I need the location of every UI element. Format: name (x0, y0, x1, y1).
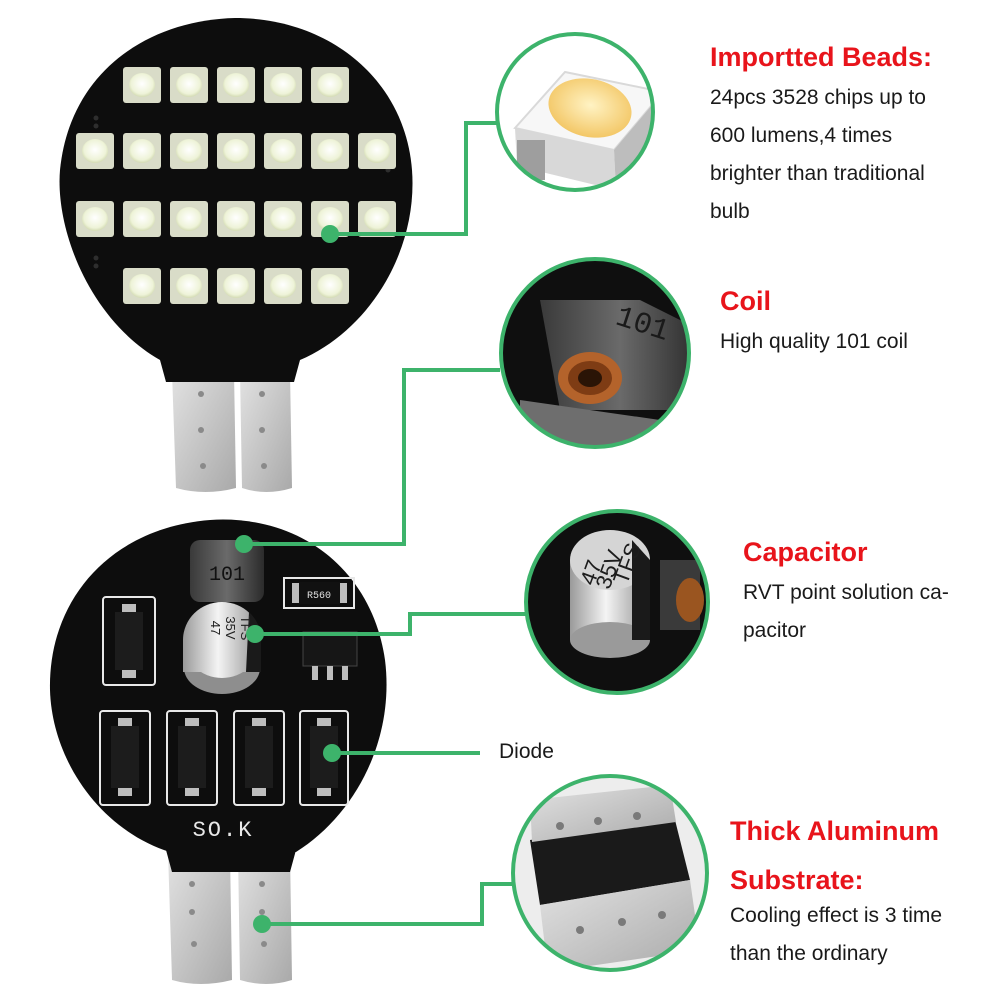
led-chip-lens (129, 139, 155, 163)
front-pin-holes (198, 391, 267, 469)
substrate-title-line-2: Substrate: (730, 865, 864, 895)
led-chip-lens (223, 139, 249, 163)
front-led-board (59, 18, 413, 492)
led-chip-lens (270, 207, 296, 231)
substrate-line-2: than the ordinary (730, 942, 888, 965)
connector-substrate (262, 882, 514, 926)
front-board-vias (93, 115, 391, 269)
led-chip-lens (270, 73, 296, 97)
front-pin-left (172, 372, 236, 492)
capacitor-marking-2: 35V (223, 616, 238, 639)
led-chip-lens (82, 207, 108, 231)
coil-component: 101 (190, 540, 264, 602)
led-chip-lens (176, 139, 202, 163)
silkscreen-text: SO.K (193, 818, 254, 843)
capacitor-title: Capacitor (743, 537, 868, 567)
coil-zoom-inset: 101 (499, 257, 691, 449)
led-chip-lens (129, 274, 155, 298)
back-component-board: R560 101 47 35V TFS SO.K (49, 519, 387, 984)
capacitor-zoom-inset: 47 35V TFS (524, 509, 710, 695)
capacitor-marking-1: 47 (208, 621, 223, 635)
capacitor-line-1: RVT point solution ca- (743, 581, 949, 604)
beads-line-3: brighter than traditional (710, 162, 925, 185)
substrate-title-line-1: Thick Aluminum (730, 816, 940, 846)
connector-capacitor (255, 612, 526, 636)
beads-zoom-inset (495, 32, 655, 192)
connector-beads (330, 121, 497, 236)
connector-lines (244, 121, 526, 926)
diode-outline-left (102, 596, 156, 686)
led-chip-lens (317, 207, 343, 231)
front-pin-right (240, 372, 292, 492)
connector-coil (244, 368, 500, 546)
led-chip-lens (176, 73, 202, 97)
diode-body-left (115, 612, 143, 670)
led-chip-lens (129, 73, 155, 97)
back-pin-left (168, 852, 232, 984)
led-chip-lens (223, 274, 249, 298)
led-chip-lens (223, 73, 249, 97)
substrate-zoom-inset (511, 774, 709, 972)
substrate-line-1: Cooling effect is 3 time (730, 904, 943, 927)
led-chip-lens (317, 139, 343, 163)
led-chip-lens (317, 73, 343, 97)
beads-line-1: 24pcs 3528 chips up to (710, 86, 926, 109)
led-chip-lens (317, 274, 343, 298)
capacitor-component: 47 35V TFS (183, 602, 262, 694)
capacitor-line-2: pacitor (743, 619, 807, 642)
beads-title: Importted Beads: (710, 42, 933, 72)
connector-dots (235, 225, 341, 933)
led-chip-lens (364, 207, 390, 231)
resistor-marking: R560 (307, 591, 331, 602)
coil-line-1: High quality 101 coil (720, 330, 908, 353)
beads-line-4: bulb (710, 200, 750, 223)
beads-line-2: 600 lumens,4 times (710, 124, 893, 147)
back-pin-holes (189, 881, 267, 947)
led-grid (76, 67, 396, 304)
coil-title: Coil (720, 286, 771, 316)
diode-label: Diode (499, 740, 554, 763)
coil-marking: 101 (209, 564, 245, 587)
led-chip-lens (82, 139, 108, 163)
led-chip-lens (176, 207, 202, 231)
resistor: R560 (283, 577, 355, 609)
led-chip-lens (270, 139, 296, 163)
led-chip-lens (270, 274, 296, 298)
led-chip-lens (176, 274, 202, 298)
led-chip-lens (129, 207, 155, 231)
led-chip-lens (223, 207, 249, 231)
led-chip-lens (364, 139, 390, 163)
